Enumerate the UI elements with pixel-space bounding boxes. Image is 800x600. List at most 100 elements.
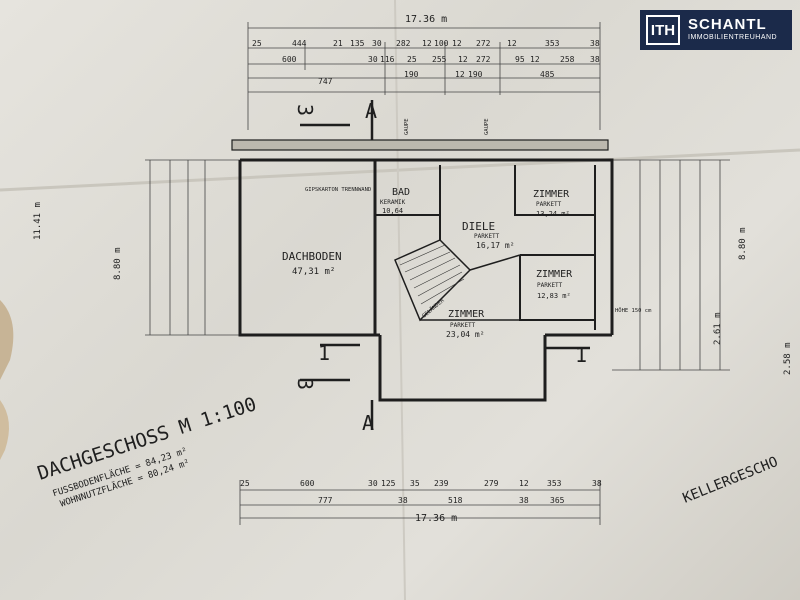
living-walls <box>375 158 614 335</box>
dim-label: 135 <box>350 39 365 48</box>
brand-logo: ITH SCHANTL IMMOBILIENTREUHAND <box>640 10 792 50</box>
left-dimension-lines <box>145 159 240 336</box>
room-name: ZIMMER <box>533 189 570 200</box>
next-sheet-title: KELLERGESCHO <box>681 454 781 507</box>
section-marker-3-bottom: 3 <box>293 378 317 390</box>
dim-label: 38 <box>590 39 600 48</box>
dachboden-walls <box>238 160 380 337</box>
paper-tear <box>0 300 14 380</box>
dim-label: 116 <box>380 55 395 64</box>
room-bad: BAD KERAMIK 10,64 <box>380 187 410 215</box>
note-partition: GIPSKARTON TRENNWAND <box>305 187 371 193</box>
dim-label: 12 <box>507 39 517 48</box>
logo-mark: ITH <box>646 15 680 45</box>
dim-label: 353 <box>545 39 560 48</box>
zimmer-ne-walls <box>514 165 595 216</box>
dim-label: 25 <box>407 55 417 64</box>
dim-label: 12 <box>455 70 465 79</box>
dim-label: 12 <box>530 55 540 64</box>
dim-label: 38 <box>592 479 602 488</box>
top-wall <box>231 139 609 151</box>
dim-label: 12 <box>452 39 462 48</box>
building-walls <box>231 139 614 402</box>
dim-label: 100 <box>434 39 449 48</box>
dim-label: 30 <box>368 55 378 64</box>
dim-label: 38 <box>519 496 529 505</box>
top-dimension-lines <box>247 22 601 130</box>
dim-label: 25 <box>252 39 262 48</box>
bottom-dims-row2: 777 38 518 38 365 <box>318 496 565 505</box>
room-name: DIELE <box>462 220 495 233</box>
section-marker-3-top: 3 <box>293 104 317 116</box>
height-right-1: 8.80 m <box>738 227 748 260</box>
height-right-2: 2.58 m <box>783 342 793 375</box>
title-block: DACHGESCHOSS M 1:100 FUSSBODENFLÄCHE = 8… <box>35 393 259 509</box>
room-zimmer-ne: ZIMMER PARKETT 13,24 m² <box>533 189 570 218</box>
height-left-2: 11.41 m <box>33 202 43 240</box>
dim-label: 12 <box>519 479 529 488</box>
logo-subtitle: IMMOBILIENTREUHAND <box>688 34 778 41</box>
room-dachboden: DACHBODEN 47,31 m² <box>282 250 342 277</box>
dim-label: 21 <box>333 39 343 48</box>
paper-fold <box>0 148 800 192</box>
dim-label: 272 <box>476 55 491 64</box>
total-width-bottom: 17.36 m <box>415 513 457 524</box>
section-marker-1-left: 1 <box>318 341 330 365</box>
dim-label: 25 <box>240 479 250 488</box>
dim-label: 38 <box>398 496 408 505</box>
dim-label: 190 <box>404 70 419 79</box>
room-floor: PARKETT <box>474 233 500 240</box>
room-name: ZIMMER <box>536 269 573 280</box>
top-dims-row3: 747 190 12 190 485 <box>318 70 555 86</box>
height-left-1: 8.80 m <box>113 247 123 280</box>
dim-label: 747 <box>318 77 333 86</box>
room-area: 10,64 <box>382 207 403 215</box>
dim-label: 600 <box>300 479 315 488</box>
dim-label: 30 <box>372 39 382 48</box>
dim-label: 190 <box>468 70 483 79</box>
note-dormer-1: GAUPE <box>404 118 410 135</box>
room-floor: PARKETT <box>450 322 476 329</box>
dim-label: 444 <box>292 39 307 48</box>
room-area: 12,83 m² <box>537 292 571 300</box>
dim-label: 258 <box>560 55 575 64</box>
room-area: 16,17 m² <box>476 241 515 250</box>
dim-label: 365 <box>550 496 565 505</box>
dim-label: 38 <box>590 55 600 64</box>
room-name: ZIMMER <box>448 309 485 320</box>
dim-label: 95 <box>515 55 525 64</box>
dim-label: 255 <box>432 55 447 64</box>
room-area: 13,24 m² <box>536 210 570 218</box>
dim-label: 485 <box>540 70 555 79</box>
room-zimmer-s: ZIMMER PARKETT 23,04 m² <box>446 309 485 339</box>
dim-label: 600 <box>282 55 297 64</box>
paper-tear <box>0 400 9 460</box>
room-area: 47,31 m² <box>292 267 335 277</box>
dim-label: 30 <box>368 479 378 488</box>
dim-label: 777 <box>318 496 333 505</box>
dim-label: 125 <box>381 479 396 488</box>
dim-label: 239 <box>434 479 449 488</box>
dim-label: 272 <box>476 39 491 48</box>
dim-label: 518 <box>448 496 463 505</box>
section-lines <box>300 100 590 430</box>
dim-label: 279 <box>484 479 499 488</box>
note-railing: GELÄNDER <box>421 297 446 320</box>
right-dimension-lines <box>612 159 730 371</box>
room-name: BAD <box>392 187 410 198</box>
note-height: HÖHE 150 cm <box>615 307 652 314</box>
room-area: 23,04 m² <box>446 330 485 339</box>
room-floor: PARKETT <box>537 282 563 289</box>
room-floor: PARKETT <box>536 201 562 208</box>
logo-text: SCHANTL IMMOBILIENTREUHAND <box>688 17 777 43</box>
top-dims-row1: 25 444 21 135 30 282 12 100 12 272 12 35… <box>252 39 600 48</box>
dim-label: 12 <box>422 39 432 48</box>
note-dormer-2: GAUPE <box>484 118 490 135</box>
section-marker-a-top: A <box>365 99 377 123</box>
paper-fold <box>394 0 406 600</box>
stair-treads <box>399 244 465 305</box>
dim-label: 353 <box>547 479 562 488</box>
room-floor: KERAMIK <box>380 199 406 206</box>
dim-label: 35 <box>410 479 420 488</box>
